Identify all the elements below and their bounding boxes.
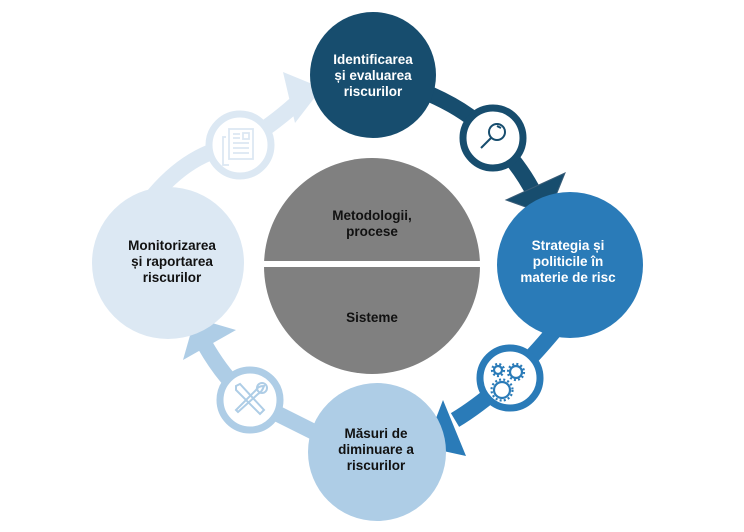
document-icon	[222, 128, 254, 166]
stage-mitigate-label: Măsuri de diminuare a riscurilor	[338, 426, 414, 473]
document-icon-badge	[205, 110, 275, 180]
stage-mitigate-circle	[308, 383, 446, 521]
stage-identify-circle	[310, 12, 436, 138]
stage-monitor-circle	[92, 187, 244, 339]
tools-icon-badge	[216, 366, 284, 434]
center-top-label: Metodologii, procese	[332, 208, 412, 239]
stage-monitor-label: Monitorizarea și raportarea riscurilor	[128, 238, 216, 285]
gears-icon-badge	[476, 344, 544, 412]
gears-icon	[490, 362, 526, 402]
stage-strategy-label: Strategia și politicile în materie de ri…	[520, 238, 616, 285]
stage-identify-label: Identificarea și evaluarea riscurilor	[333, 52, 413, 99]
tools-icon	[234, 382, 268, 416]
magnifier-icon-badge	[459, 104, 527, 172]
magnifier-icon	[480, 123, 506, 149]
center-divider	[260, 261, 485, 267]
stage-strategy-circle	[497, 192, 643, 338]
center-bottom-label: Sisteme	[346, 310, 398, 325]
